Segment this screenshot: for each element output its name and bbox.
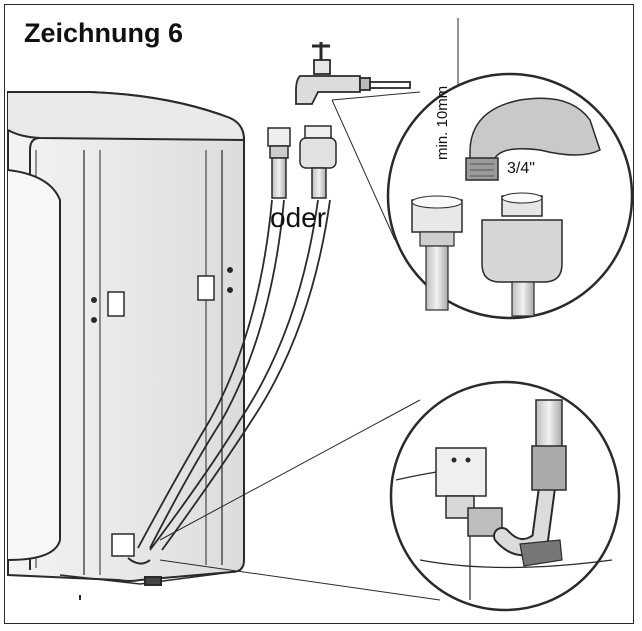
washing-machine	[7, 91, 246, 600]
label-thread-size: 3/4"	[507, 160, 535, 177]
label-or: oder	[270, 202, 327, 233]
detail-circle-tap	[386, 72, 634, 320]
detail-circle-valve	[389, 380, 621, 612]
callout-lines-lower	[159, 399, 441, 601]
label-min-distance: min. 10mm	[434, 85, 451, 160]
inlet-hoses	[137, 199, 331, 551]
water-tap-icon	[295, 42, 411, 105]
hose-fittings-small	[267, 125, 337, 199]
figure-title: Zeichnung 6	[24, 18, 184, 48]
